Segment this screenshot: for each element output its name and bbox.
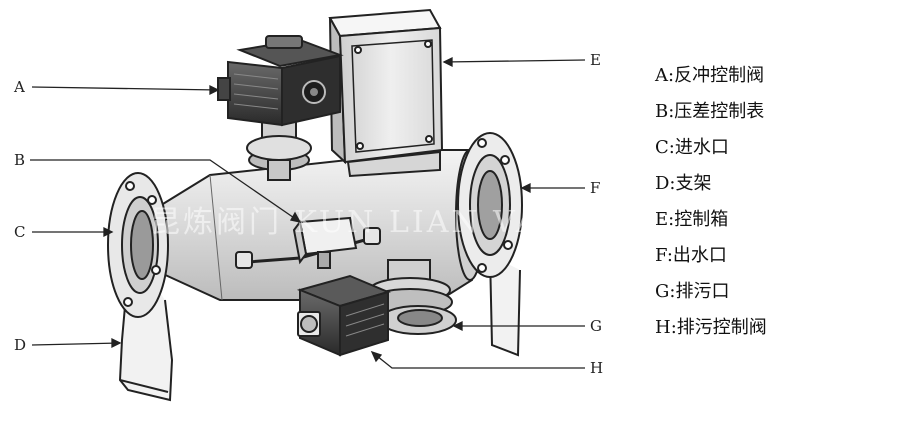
legend-key: E:	[655, 209, 675, 230]
legend-key: F:	[655, 245, 673, 266]
leader-e	[443, 59, 586, 63]
leader-lines	[30, 56, 586, 369]
legend-text: 压差控制表	[674, 101, 765, 122]
support-frame-right	[489, 254, 521, 357]
legend-key: B:	[655, 101, 675, 122]
callout-f: F	[590, 179, 600, 197]
legend: A:反冲控制阀 B:压差控制表 C:进水口 D:支架 E:控制箱 F:出水口 G…	[655, 58, 890, 346]
drain-outlet	[367, 259, 457, 335]
legend-item-g: G:排污口	[655, 274, 890, 310]
legend-key: H:	[655, 317, 677, 338]
callout-c: C	[14, 223, 25, 241]
callout-a: A	[13, 78, 25, 96]
watermark: 昆炼阀门 KUN LIAN VALVE	[150, 205, 609, 240]
callout-d: D	[14, 336, 26, 354]
legend-text: 控制箱	[674, 209, 729, 230]
pressure-gauge	[235, 216, 381, 269]
legend-key: G:	[655, 281, 676, 302]
leader-b	[30, 159, 301, 223]
callout-h: H	[590, 359, 603, 377]
legend-item-d: D:支架	[655, 166, 890, 202]
legend-item-a: A:反冲控制阀	[655, 58, 890, 94]
outlet-flange	[457, 132, 523, 278]
legend-text: 反冲控制阀	[674, 65, 765, 86]
backwash-actuator	[217, 35, 344, 127]
legend-text: 排污控制阀	[676, 317, 767, 338]
legend-key: A:	[655, 65, 675, 86]
legend-key: D:	[655, 173, 676, 194]
callout-g: G	[590, 317, 602, 335]
drain-actuator	[296, 274, 391, 357]
legend-item-h: H:排污控制阀	[655, 310, 890, 346]
legend-text: 出水口	[672, 245, 727, 266]
legend-item-e: E:控制箱	[655, 202, 890, 238]
callout-b: B	[14, 151, 25, 169]
leader-d	[31, 342, 121, 346]
legend-key: C:	[655, 137, 675, 158]
callout-e: E	[590, 51, 601, 69]
legend-item-b: B:压差控制表	[655, 94, 890, 130]
leader-a	[31, 86, 219, 91]
legend-text: 排污口	[675, 281, 730, 302]
backwash-valve-stem	[246, 119, 312, 181]
legend-text: 支架	[675, 173, 712, 194]
control-box	[328, 8, 444, 178]
legend-text: 进水口	[674, 137, 729, 158]
leader-h	[371, 351, 585, 369]
inlet-flange	[107, 172, 169, 318]
legend-item-f: F:出水口	[655, 238, 890, 274]
legend-item-c: C:进水口	[655, 130, 890, 166]
